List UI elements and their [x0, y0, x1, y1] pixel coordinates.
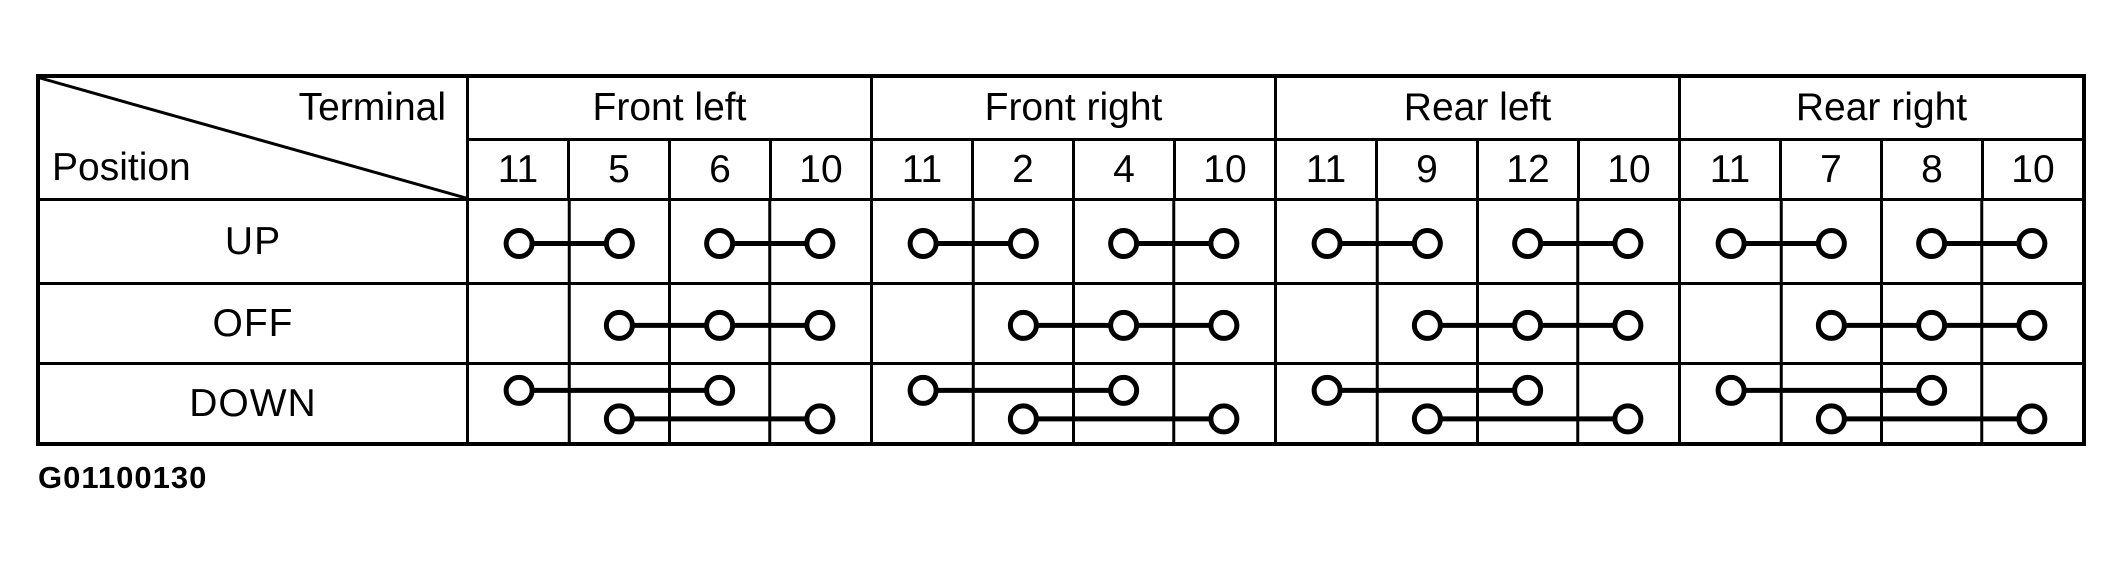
connections-front-left-down: [466, 362, 870, 442]
terminal-cell-fl-2: 6: [668, 138, 769, 198]
terminal-cell-rl-2: 12: [1476, 138, 1577, 198]
connections-rear-left-off: [1274, 282, 1678, 362]
terminal-cell-fr-3: 10: [1173, 138, 1274, 198]
terminal-axis-label: Terminal: [298, 86, 446, 129]
position-axis-label: Position: [52, 146, 191, 189]
group-header-front-left: Front left: [466, 78, 870, 138]
connections-rear-right-up: [1678, 198, 2082, 282]
terminal-cell-fr-2: 4: [1072, 138, 1173, 198]
terminal-cell-rl-0: 11: [1274, 138, 1375, 198]
connections-front-left-up: [466, 198, 870, 282]
terminal-cell-rr-3: 10: [1981, 138, 2082, 198]
group-header-front-right: Front right: [870, 78, 1274, 138]
position-label-up: UP: [40, 198, 466, 282]
corner-header-cell: Terminal Position: [40, 78, 466, 198]
terminal-cell-rr-1: 7: [1779, 138, 1880, 198]
connections-front-left-off: [466, 282, 870, 362]
connections-rear-right-off: [1678, 282, 2082, 362]
terminal-cell-fr-0: 11: [870, 138, 971, 198]
position-label-off: OFF: [40, 282, 466, 362]
terminal-cell-fr-1: 2: [971, 138, 1072, 198]
terminal-cell-rr-0: 11: [1678, 138, 1779, 198]
group-header-rear-right: Rear right: [1678, 78, 2082, 138]
connections-rear-left-up: [1274, 198, 1678, 282]
terminal-cell-rl-3: 10: [1577, 138, 1678, 198]
connections-front-right-off: [870, 282, 1274, 362]
terminal-cell-fl-3: 10: [769, 138, 870, 198]
terminal-cell-rl-1: 9: [1375, 138, 1476, 198]
figure-id: G01100130: [38, 460, 208, 495]
connections-rear-left-down: [1274, 362, 1678, 442]
connections-rear-right-down: [1678, 362, 2082, 442]
switch-continuity-table: Terminal Position Front left Front right…: [36, 74, 2086, 446]
position-label-down: DOWN: [40, 362, 466, 442]
terminal-cell-fl-1: 5: [567, 138, 668, 198]
connections-front-right-up: [870, 198, 1274, 282]
terminal-cell-rr-2: 8: [1880, 138, 1981, 198]
connections-front-right-down: [870, 362, 1274, 442]
group-header-rear-left: Rear left: [1274, 78, 1678, 138]
diagonal-divider-line: [40, 78, 466, 198]
terminal-cell-fl-0: 11: [466, 138, 567, 198]
